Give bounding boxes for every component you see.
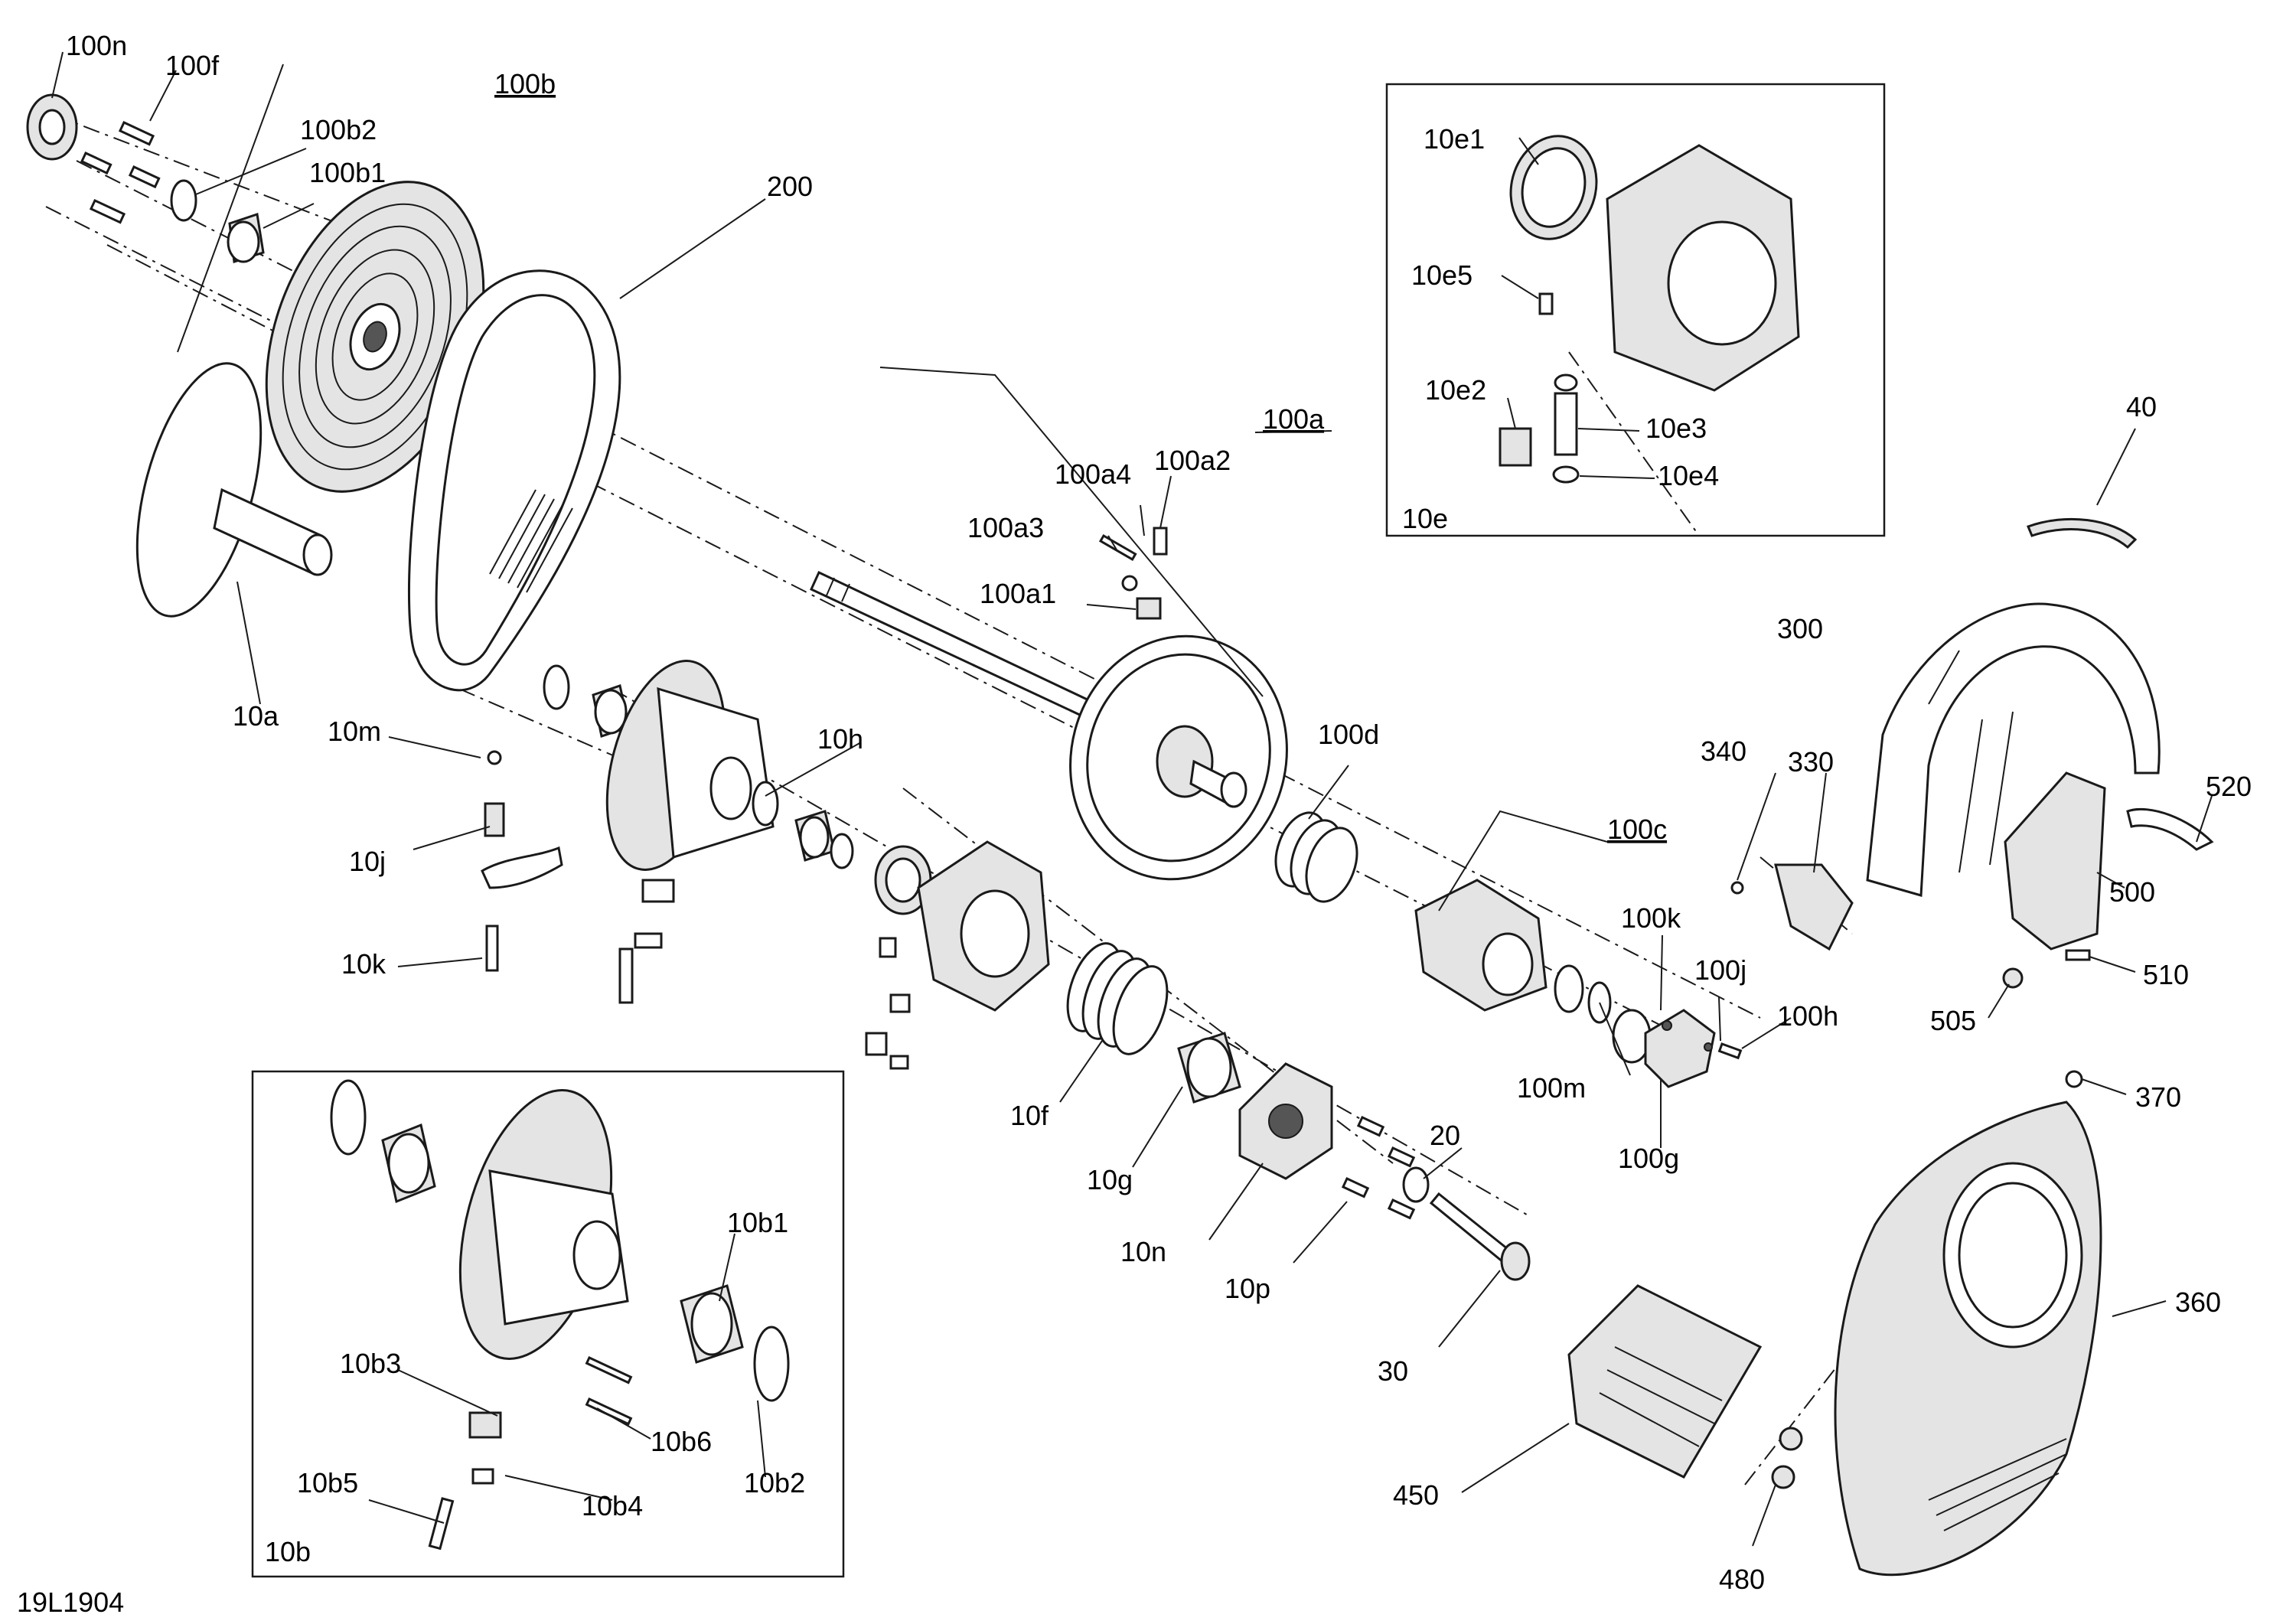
bushing-100b1 xyxy=(227,213,265,263)
sliding-sheave-10a xyxy=(135,362,333,618)
callout-100d: 100d xyxy=(1318,719,1379,750)
callout-100a2: 100a2 xyxy=(1154,445,1231,476)
callout-100k: 100k xyxy=(1621,902,1681,934)
callout-10g: 10g xyxy=(1087,1164,1133,1195)
callout-100b2: 100b2 xyxy=(300,114,377,145)
callout-100c: 100c xyxy=(1607,814,1667,845)
cover-360 xyxy=(1834,1101,2102,1577)
shaft-pins-100a xyxy=(1098,527,1168,620)
callout-20: 20 xyxy=(1430,1120,1460,1151)
bushings-10h xyxy=(752,781,932,915)
callout-10m: 10m xyxy=(328,716,381,747)
callout-10a: 10a xyxy=(233,700,279,732)
callout-100a: 100a xyxy=(1263,403,1325,435)
roller-housing-10e xyxy=(865,840,1050,1070)
bracket-500 xyxy=(2004,771,2106,951)
callout-100a1: 100a1 xyxy=(980,578,1056,609)
callout-520: 520 xyxy=(2206,771,2252,802)
callout-480: 480 xyxy=(1719,1564,1765,1595)
callout-100m: 100m xyxy=(1517,1072,1586,1104)
callout-10e3: 10e3 xyxy=(1645,413,1707,444)
callout-100a3: 100a3 xyxy=(967,512,1044,543)
callout-360: 360 xyxy=(2175,1286,2221,1318)
callout-100a4: 100a4 xyxy=(1055,458,1131,490)
callout-100h: 100h xyxy=(1777,1000,1838,1032)
detail-label-10e: 10e xyxy=(1402,503,1448,534)
drive-belt-200 xyxy=(407,269,621,692)
bracket-330 xyxy=(1730,863,1854,951)
callout-100j: 100j xyxy=(1694,954,1746,986)
callout-100f: 100f xyxy=(165,50,220,81)
leader-lines xyxy=(51,51,2213,1547)
callout-10p: 10p xyxy=(1225,1273,1270,1304)
callout-10b5: 10b5 xyxy=(297,1467,358,1498)
spider-sheave-100a xyxy=(1069,634,1288,881)
detail-10b-parts xyxy=(330,1079,790,1551)
parts-510-505 xyxy=(2002,949,2091,989)
plug-370 xyxy=(2065,1070,2083,1088)
callout-510: 510 xyxy=(2143,959,2189,990)
detail-label-10b: 10b xyxy=(265,1536,311,1567)
callout-330: 330 xyxy=(1788,746,1834,778)
callout-370: 370 xyxy=(2135,1081,2181,1113)
cam-100c xyxy=(1414,879,1548,1012)
heat-shield-450 xyxy=(1567,1284,1763,1479)
spring-10f xyxy=(1066,942,1169,1055)
callout-10f: 10f xyxy=(1010,1100,1049,1131)
washer-20-bolt-30 xyxy=(1402,1166,1531,1281)
screws-10p xyxy=(1341,1116,1416,1220)
cam-parts-100k-100g xyxy=(1554,964,1743,1088)
callout-100b: 100b xyxy=(494,68,556,99)
cover-10n xyxy=(1238,1062,1333,1180)
movable-sheave-body xyxy=(605,660,775,1004)
callout-100b1: 100b1 xyxy=(309,157,386,188)
callout-10e1: 10e1 xyxy=(1424,123,1485,155)
ring-and-bushing-left xyxy=(543,664,631,738)
lever-group-10j xyxy=(481,750,563,972)
seal-100n xyxy=(26,93,78,161)
callout-10e5: 10e5 xyxy=(1411,259,1473,291)
callout-10j: 10j xyxy=(349,846,386,877)
callout-10e2: 10e2 xyxy=(1425,374,1486,406)
detail-box-10b xyxy=(251,1070,845,1578)
callout-labels: 100n 100f 100b 100b2 100b1 200 100a 100a… xyxy=(17,30,2252,1618)
figure-id: 19L1904 xyxy=(17,1586,124,1618)
belt-guard-300 xyxy=(1866,602,2161,897)
detail-10e-parts xyxy=(1499,135,1800,484)
callout-10b2: 10b2 xyxy=(744,1467,805,1498)
callout-10b4: 10b4 xyxy=(582,1490,643,1521)
callout-30: 30 xyxy=(1378,1355,1408,1387)
callout-10h: 10h xyxy=(817,723,863,755)
clip-520 xyxy=(2126,807,2214,851)
callout-10e4: 10e4 xyxy=(1658,460,1719,491)
callout-10b1: 10b1 xyxy=(727,1207,788,1238)
callout-505: 505 xyxy=(1930,1005,1976,1036)
callout-300: 300 xyxy=(1777,613,1823,644)
callout-10k: 10k xyxy=(341,948,386,980)
callout-10n: 10n xyxy=(1120,1236,1166,1267)
label-40 xyxy=(2027,517,2138,549)
callout-10b6: 10b6 xyxy=(651,1426,712,1457)
callout-450: 450 xyxy=(1393,1479,1439,1511)
callout-340: 340 xyxy=(1701,735,1746,767)
callout-10b3: 10b3 xyxy=(340,1348,401,1379)
spring-100d xyxy=(1274,811,1358,903)
callout-200: 200 xyxy=(767,171,813,202)
detail-box-10e xyxy=(1385,83,1886,537)
bushing-10g xyxy=(1177,1032,1241,1104)
ring-100b2 xyxy=(170,179,197,222)
screws-480 xyxy=(1771,1427,1803,1489)
callout-500: 500 xyxy=(2109,876,2155,908)
screws-100f xyxy=(80,121,161,224)
callout-100g: 100g xyxy=(1618,1143,1679,1174)
callout-40: 40 xyxy=(2126,391,2157,422)
callout-100n: 100n xyxy=(66,30,127,61)
